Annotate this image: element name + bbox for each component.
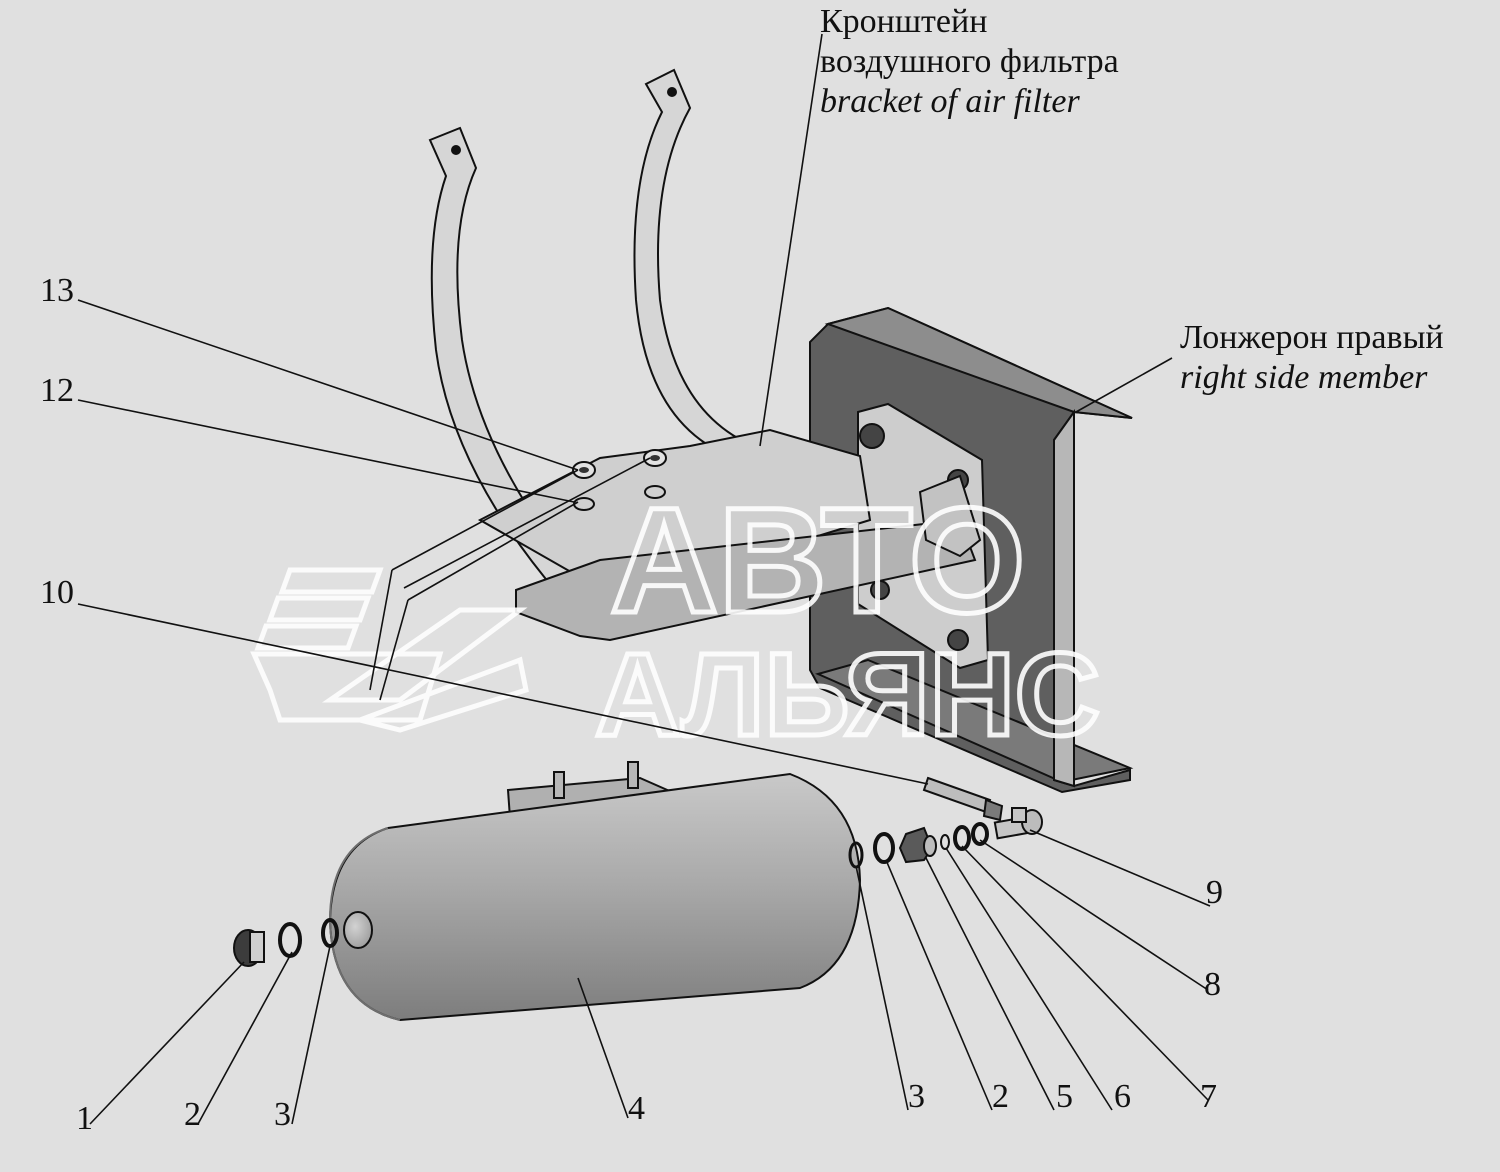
elbow-9-part (993, 807, 1043, 840)
part-number-13: 13 (40, 272, 74, 309)
part-number-8: 8 (1204, 966, 1221, 1003)
washer-2-right-part (873, 832, 895, 864)
part-number-2-right: 2 (992, 1078, 1009, 1115)
side-member-callout: Лонжерон правый right side member (1180, 318, 1444, 398)
part-number-3-right: 3 (908, 1078, 925, 1115)
part-number-10: 10 (40, 574, 74, 611)
washer-8-part (971, 822, 989, 846)
part-number-7: 7 (1200, 1078, 1217, 1115)
watermark-line1: АВТО (610, 476, 1026, 644)
plug-1-part (233, 929, 265, 967)
ring-6-part (940, 834, 950, 850)
leader-lines (77, 33, 1211, 1125)
air-tank-part (328, 761, 862, 1022)
part-number-1: 1 (76, 1100, 93, 1137)
bracket-callout: Кронштейн воздушного фильтра bracket of … (820, 2, 1119, 121)
part-number-2-left: 2 (184, 1096, 201, 1133)
washer-7-part (953, 825, 971, 851)
air-filter-bracket-part (428, 68, 982, 642)
bolt-10-part (922, 776, 1004, 822)
side-member-callout-en: right side member (1180, 358, 1428, 396)
side-member-callout-ru: Лонжерон правый (1180, 319, 1444, 356)
watermark-logo-icon (250, 567, 529, 733)
part-number-9: 9 (1206, 874, 1223, 911)
part-number-3-left: 3 (274, 1096, 291, 1133)
part-number-5: 5 (1056, 1078, 1073, 1115)
watermark-line2: АЛЬЯНС (595, 629, 1100, 761)
fitting-5-part (898, 826, 937, 864)
part-number-12: 12 (40, 372, 74, 409)
washer-2-left-part (278, 922, 302, 958)
bracket-callout-ru-line2: воздушного фильтра (820, 42, 1119, 80)
part-number-4: 4 (628, 1090, 645, 1127)
part-number-6: 6 (1114, 1078, 1131, 1115)
bracket-callout-ru-line1: Кронштейн (820, 3, 988, 40)
bracket-callout-en: bracket of air filter (820, 82, 1080, 120)
